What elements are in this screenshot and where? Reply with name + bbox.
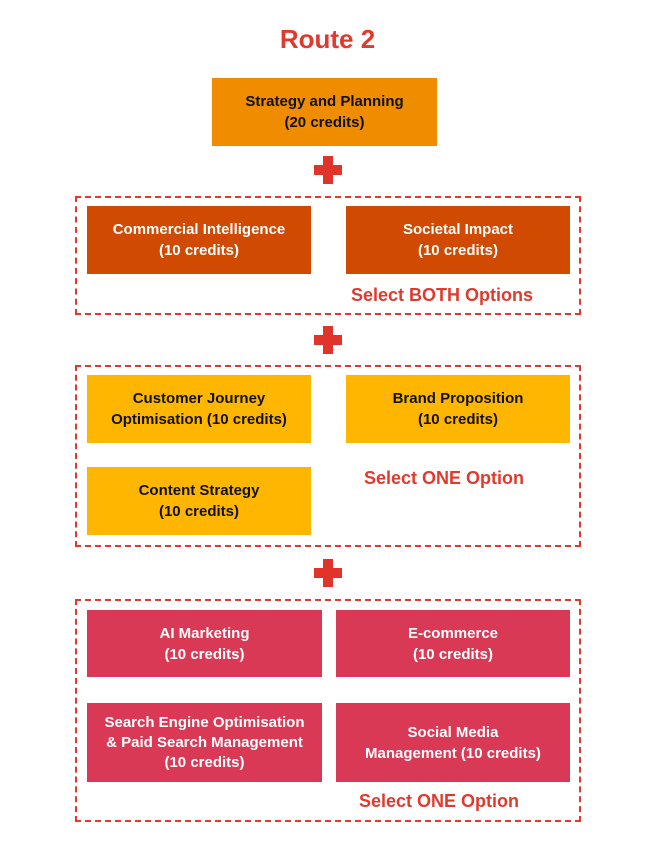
group-instruction: Select BOTH Options xyxy=(351,285,534,305)
module-name: Strategy and Planning xyxy=(245,93,404,110)
module-name: Social Media xyxy=(407,723,499,741)
module-name: AI Marketing xyxy=(159,624,250,642)
module-name: Content Strategy xyxy=(138,482,260,499)
module-brand-proposition[interactable]: Brand Proposition (10 credits) xyxy=(346,375,570,443)
module-credits: (10 credits) xyxy=(417,411,499,428)
module-e-commerce[interactable]: E-commerce (10 credits) xyxy=(336,610,570,677)
module-credits: (10 credits) xyxy=(164,645,245,663)
module-name: E-commerce xyxy=(407,624,499,642)
plus-icon xyxy=(314,156,342,184)
module-content-strategy[interactable]: Content Strategy (10 credits) xyxy=(87,467,311,535)
module-name: Commercial Intelligence xyxy=(112,221,286,238)
module-strategy-and-planning[interactable]: Strategy and Planning (20 credits) xyxy=(212,78,437,146)
module-credits: (10 credits) xyxy=(158,503,240,520)
group-instruction: Select ONE Option xyxy=(359,791,520,811)
option-group-select-both xyxy=(75,196,581,315)
module-commercial-intelligence[interactable]: Commercial Intelligence (10 credits) xyxy=(87,206,311,274)
module-ai-marketing[interactable]: AI Marketing (10 credits) xyxy=(87,610,322,677)
plus-icon xyxy=(314,559,342,587)
module-name: Societal Impact xyxy=(402,221,514,238)
module-name-cont: & Paid Search Management xyxy=(106,733,303,751)
module-name: Search Engine Optimisation xyxy=(104,713,305,731)
option-group-select-one-b xyxy=(75,599,581,822)
module-credits: Management (10 credits) xyxy=(365,744,541,762)
module-credits: (10 credits) xyxy=(164,753,245,771)
module-name: Customer Journey xyxy=(132,390,266,407)
group-instruction: Select ONE Option xyxy=(364,468,525,488)
module-credits: Optimisation (10 credits) xyxy=(111,411,287,428)
module-societal-impact[interactable]: Societal Impact (10 credits) xyxy=(346,206,570,274)
module-search-engine-optimisation[interactable]: Search Engine Optimisation & Paid Search… xyxy=(87,703,322,782)
module-credits: (10 credits) xyxy=(417,242,499,259)
option-group-select-one-a xyxy=(75,365,581,547)
page-title: Route 2 xyxy=(279,24,376,54)
module-credits: (10 credits) xyxy=(158,242,240,259)
module-name: Brand Proposition xyxy=(392,390,524,407)
module-social-media-management[interactable]: Social Media Management (10 credits) xyxy=(336,703,570,782)
module-customer-journey-optimisation[interactable]: Customer Journey Optimisation (10 credit… xyxy=(87,375,311,443)
plus-icon xyxy=(314,326,342,354)
module-credits: (10 credits) xyxy=(412,645,494,663)
module-credits: (20 credits) xyxy=(284,114,365,131)
